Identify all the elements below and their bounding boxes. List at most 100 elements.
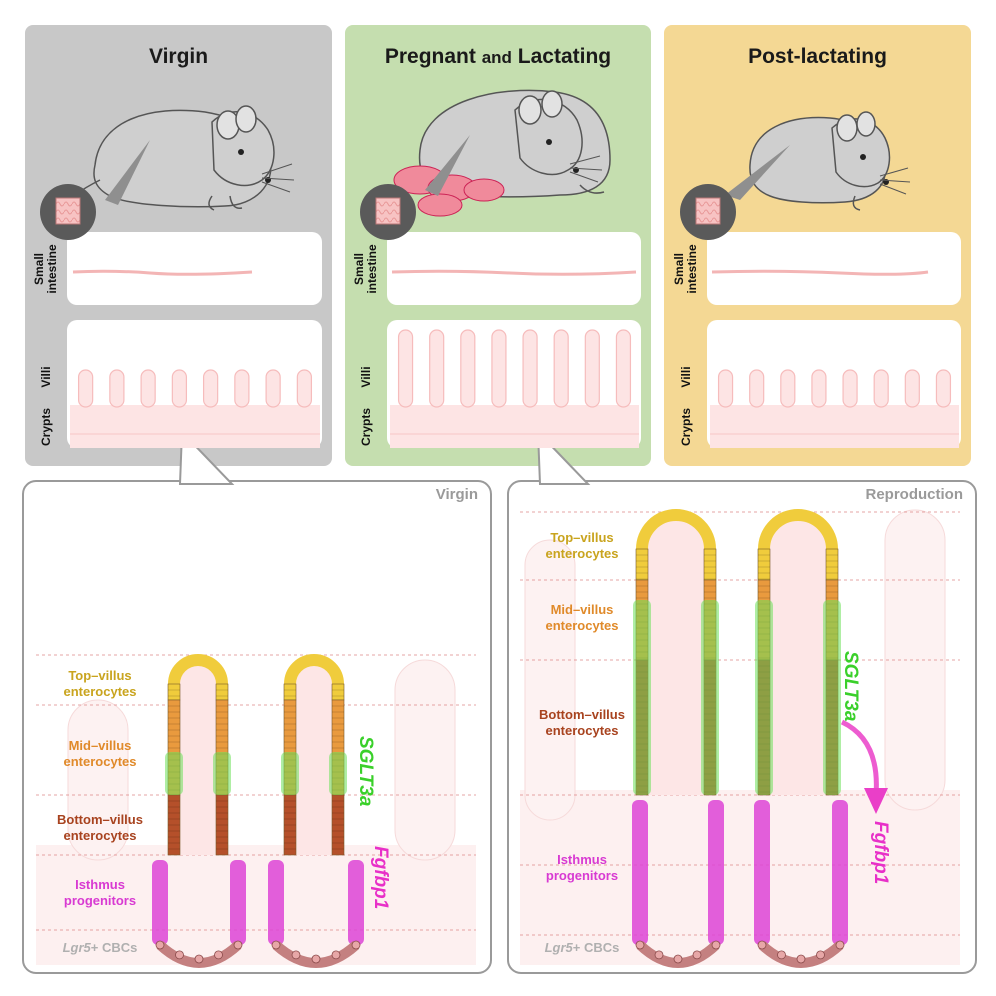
repro-villus-1-top-villus-cells — [636, 509, 716, 550]
virgin-villus — [109, 369, 125, 408]
mouse-post-lactating-illustration — [725, 111, 911, 211]
repro-crypt-2-isthmus-a — [754, 800, 770, 945]
intestine-icon-post — [680, 184, 736, 240]
repro-villus-2-villus-core — [764, 515, 832, 795]
repro-villus-2-top-villus-cells — [758, 509, 838, 550]
reproduction-crypt-tissue — [520, 790, 960, 965]
virgin-villus-1-top-villus-cells — [168, 654, 228, 685]
virgin-villus — [171, 369, 188, 408]
post-villus — [904, 369, 920, 408]
repro-villus-1-villus-core — [642, 515, 710, 795]
repro-crypt-1-cbc-cell — [654, 950, 664, 960]
repro-villus-1-sglt3a-right — [701, 600, 719, 795]
virgin-villus-1-sglt3a-left — [165, 752, 183, 795]
post-villus — [935, 369, 952, 408]
repro-crypt-1-cbc-cell — [711, 940, 721, 950]
villus-detail-virgin — [36, 654, 476, 968]
pregnant-villus — [553, 329, 569, 408]
post-villus — [749, 369, 765, 408]
virgin-crypt-1-cbc-cell — [175, 950, 184, 960]
mouse-pregnant-illustration — [393, 89, 611, 217]
repro-crypt-1-isthmus-a — [632, 800, 648, 945]
villi-thumbnail-virgin — [70, 369, 320, 448]
post-villus — [811, 369, 827, 408]
virgin-villus — [296, 369, 313, 408]
intestine-length-line-pregnant — [391, 269, 637, 276]
gene-label-sglt3a-left: SGLT3a — [355, 736, 376, 807]
post-villus — [717, 369, 734, 408]
virgin-crypt-2-cbc-cell — [311, 954, 321, 964]
panel-title-virgin: Virgin — [148, 45, 209, 68]
virgin-villus-2-villus-core — [290, 660, 338, 855]
villi-thumbnail-post — [710, 369, 959, 448]
virgin-crypt-2-cbc-cell — [351, 940, 361, 950]
panel-title-post-lactating: Post-lactating — [748, 45, 887, 68]
mouse-virgin-illustration — [59, 105, 295, 211]
villi-thumbnail-pregnant — [390, 329, 639, 448]
pregnant-villus — [397, 329, 414, 408]
gene-label-fgfbp1-right: Fgfbp1 — [870, 821, 891, 885]
small-intestine-card-virgin — [67, 232, 322, 305]
pregnant-villus — [522, 329, 538, 408]
sglt3a-to-fgfbp1-arrow — [840, 719, 888, 814]
repro-crypt-2-cbc-cell — [835, 940, 845, 950]
repro-crypt-2-cbc-cell — [777, 950, 786, 960]
repro-crypt-2-cbc-cell — [796, 954, 806, 964]
virgin-crypt-2-cbc-cell — [271, 940, 281, 950]
virgin-villus-1-top-right — [215, 683, 229, 701]
virgin-crypt-1-cbc-cell — [155, 940, 165, 950]
virgin-crypt-2-isthmus-a — [268, 860, 284, 945]
repro-crypt-2-cbc-cell — [757, 940, 767, 950]
intestine-length-line-virgin — [72, 269, 253, 276]
repro-crypt-1-cbc-cell — [673, 954, 683, 964]
repro-villus-1-sglt3a-left — [633, 600, 651, 795]
intestine-icon-virgin — [40, 184, 96, 240]
virgin-crypt-1-isthmus-a — [152, 860, 168, 945]
post-villus — [842, 369, 858, 408]
small-intestine-card-pregnant — [387, 232, 641, 305]
virgin-crypt-2-isthmus-b — [348, 860, 364, 945]
virgin-villus — [202, 369, 219, 408]
repro-crypt-1-isthmus-b — [708, 800, 724, 945]
post-villus — [873, 369, 889, 408]
pups-illustration — [393, 165, 505, 217]
pregnant-villus — [584, 329, 600, 408]
zone-label-lgr5-right: Lgr5+ CBCs — [544, 940, 620, 955]
gene-label-fgfbp1-left: Fgfbp1 — [370, 846, 391, 910]
virgin-villus-1-sglt3a-right — [213, 752, 231, 795]
repro-villus-2-top-left — [757, 548, 771, 581]
virgin-villus-2-top-villus-cells — [284, 654, 344, 685]
virgin-villus-1-villus-core — [174, 660, 222, 855]
repro-crypt-1-cbc-cell — [635, 940, 645, 950]
pregnant-villus — [491, 329, 507, 408]
virgin-villus-2-sglt3a-right — [329, 752, 347, 795]
virgin-crypt-1-isthmus-b — [230, 860, 246, 945]
pregnant-villus — [429, 329, 445, 408]
small-intestine-card-post — [707, 232, 961, 305]
virgin-crypt-2-cbc-cell — [291, 950, 301, 960]
virgin-faded-villus — [67, 699, 129, 861]
detail-box-virgin-title: Virgin — [435, 486, 478, 503]
virgin-crypt-1-cbc-cell — [233, 940, 243, 950]
virgin-villus-2-top-right — [331, 683, 345, 701]
virgin-villus — [234, 369, 250, 408]
virgin-crypt-tissue — [36, 845, 476, 965]
repro-villus-1-top-right — [703, 548, 717, 581]
intestine-icon-pregnant — [360, 184, 416, 240]
reproduction-faded-villus — [524, 539, 576, 821]
repro-villus-2-sglt3a-right — [823, 600, 841, 795]
repro-villus-2-sglt3a-left — [755, 600, 773, 795]
villus-detail-reproduction — [520, 509, 960, 968]
virgin-villus — [140, 369, 156, 408]
virgin-crypt-1-cbc-cell — [214, 950, 223, 960]
virgin-villus-2-sglt3a-left — [281, 752, 299, 795]
reproduction-faded-villus — [884, 509, 946, 811]
virgin-faded-villus — [394, 659, 456, 861]
virgin-villus — [77, 369, 94, 408]
virgin-crypt-base — [70, 405, 320, 448]
